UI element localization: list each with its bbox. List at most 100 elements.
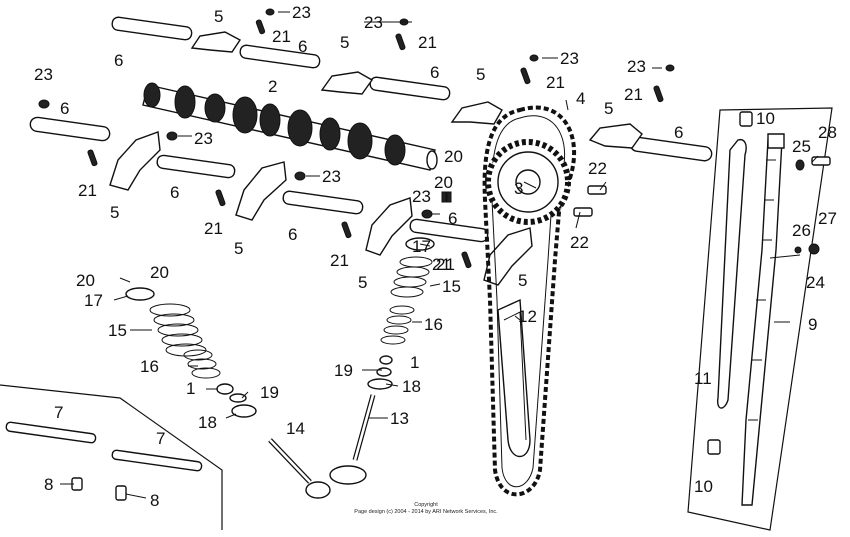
sprocket-bolts [573,185,607,217]
rocker-shaft-right [629,136,713,162]
valve-retainer-left [125,287,155,301]
part-label: 16 [140,357,159,376]
part-label: 6 [288,225,297,244]
tensioner-arm [741,133,785,506]
shaft-plugs [71,477,127,501]
part-label: 19 [260,383,279,402]
part-label: 1 [186,379,195,398]
part-label: 14 [286,419,305,438]
part-label: 20 [444,147,463,166]
part-label: 19 [334,361,353,380]
cam-chain [482,105,576,497]
part-label: 25 [792,137,811,156]
spring-seats-center [367,355,393,390]
part-label: 6 [298,37,307,56]
part-label: 20 [76,271,95,290]
part-label: 21 [432,255,451,274]
part-label: 7 [156,429,165,448]
part-label: 5 [604,99,613,118]
exhaust-valve [329,394,376,485]
rocker-arm-left [109,131,161,191]
rocker-arm-top-left [190,31,242,53]
rocker-shaft-left [29,116,111,142]
part-label: 7 [54,403,63,422]
part-label: 17 [412,237,431,256]
part-label: 21 [546,73,565,92]
part-label: 8 [44,475,53,494]
part-label: 13 [390,409,409,428]
part-label: 23 [560,49,579,68]
part-label: 10 [694,477,713,496]
part-label: 21 [624,85,643,104]
part-label: 3 [514,179,523,198]
part-label: 18 [198,413,217,432]
outer-valve-spring-center [390,256,433,298]
outer-valve-spring-left [149,303,207,357]
part-label: 23 [322,167,341,186]
rocker-shaft-upper-left [111,16,193,41]
part-label: 24 [806,273,825,292]
part-label: 6 [114,51,123,70]
part-label: 23 [34,65,53,84]
part-label: 5 [358,273,367,292]
cam-sprocket [485,139,571,225]
camshaft [142,82,438,171]
part-label: 21 [204,219,223,238]
part-label: 5 [476,65,485,84]
part-label: 23 [194,129,213,148]
part-label: 23 [292,3,311,22]
part-label: 10 [756,109,775,128]
part-label: 4 [576,89,585,108]
part-label: 21 [272,27,291,46]
part-label: 2 [268,77,277,96]
part-label: 21 [418,33,437,52]
tensioner-hardware [769,156,831,259]
adjust-screws [87,19,664,269]
rocker-arm-top-right [450,101,503,125]
part-label: 20 [150,263,169,282]
part-label: 23 [364,13,383,32]
part-label: 26 [792,221,811,240]
part-label: 6 [448,209,457,228]
copyright-line-2: Page design (c) 2004 - 2014 by ARI Netwo… [354,509,498,515]
part-label: 23 [412,187,431,206]
part-label: 9 [808,315,817,334]
tensioner-slipper [716,138,747,409]
part-label: 22 [570,233,589,252]
rocker-shaft-pins [5,421,203,472]
part-label: 11 [694,369,712,388]
copyright-line-1: Copyright [414,502,438,508]
part-label: 22 [588,159,607,178]
part-label: 27 [818,209,837,228]
part-label: 5 [214,7,223,26]
inner-valve-spring-center [380,305,415,345]
part-label: 18 [402,377,421,396]
part-label: 21 [436,255,455,274]
part-label: 6 [430,63,439,82]
part-label: 23 [627,57,646,76]
leader-lines [60,11,819,499]
valve-cotters-right [441,191,452,203]
part-label: 6 [60,99,69,118]
part-label: 15 [442,277,461,296]
part-labels: 23 21 5 6 6 2 5 23 21 6 23 5 21 4 23 21 … [34,3,837,510]
part-label: 21 [78,181,97,200]
rocker-shaft-center [409,218,489,243]
part-label: 15 [108,321,127,340]
part-label: 6 [170,183,179,202]
rocker-arm-mid-left [235,161,287,221]
rocker-shaft-mid [282,190,364,215]
part-label: 20 [434,173,453,192]
part-label: 12 [518,307,537,326]
spring-seats-left [216,383,257,418]
inset-border [0,384,223,530]
part-label: 5 [234,239,243,258]
part-label: 17 [84,291,103,310]
tensioner-guides [707,111,753,455]
part-label: 1 [410,353,419,372]
part-label: 16 [424,315,443,334]
rocker-arm-top-mid [320,71,374,95]
rocker-shaft-mid-left [156,154,236,179]
part-label: 21 [330,251,349,270]
